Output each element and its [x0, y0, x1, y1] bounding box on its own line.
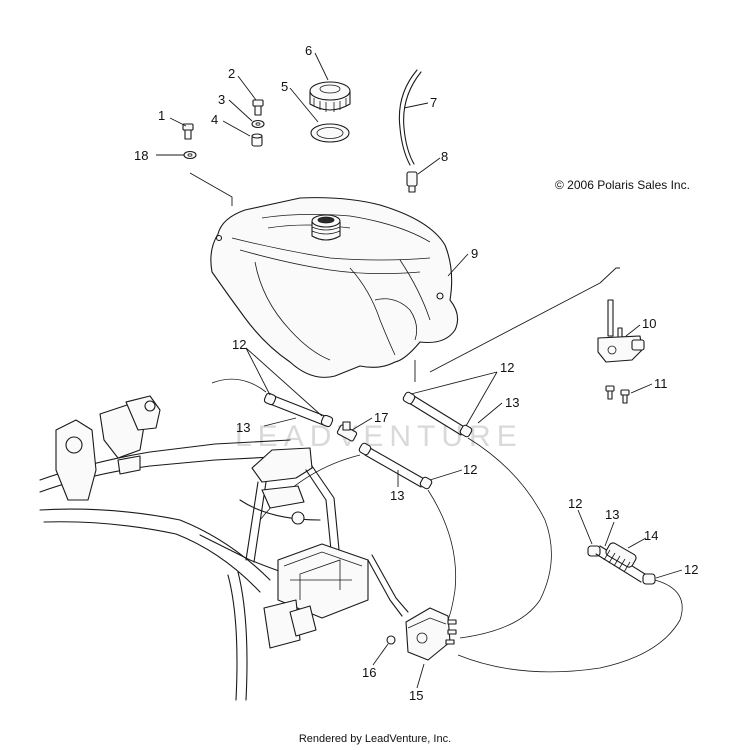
callout-1: 1 [158, 108, 165, 123]
bolt-2 [252, 99, 264, 116]
callout-labels: 1 2 3 4 5 6 7 8 9 10 11 12 12 12 12 12 1… [134, 43, 698, 703]
vent-fitting-8 [406, 171, 418, 193]
washer-3 [251, 119, 265, 129]
vent-hose-7 [398, 69, 422, 166]
leader-lines [156, 52, 683, 689]
callout-12-middle: 12 [463, 462, 477, 477]
callout-12-lower-right: 12 [684, 562, 698, 577]
callout-3: 3 [218, 92, 225, 107]
callout-8: 8 [441, 149, 448, 164]
callout-5: 5 [281, 79, 288, 94]
fuel-cap-6 [309, 81, 351, 112]
fuel-pump-15 [405, 607, 457, 661]
nut-16 [386, 635, 396, 645]
callout-12-upper-right: 12 [500, 360, 514, 375]
callout-12-lower-left: 12 [568, 496, 582, 511]
screw-11-left [605, 385, 615, 400]
hose-routing [211, 378, 683, 673]
screw-11-right [620, 389, 630, 404]
fuel-line-13-left [263, 392, 334, 428]
footer-credit: Rendered by LeadVenture, Inc. [298, 733, 452, 745]
callout-13-left: 13 [236, 420, 250, 435]
bolt-1 [182, 123, 194, 140]
fuel-line-13-lower [358, 442, 433, 490]
spacer-4 [251, 133, 263, 147]
fuel-tank-9 [210, 197, 459, 378]
callout-2: 2 [228, 66, 235, 81]
copyright-text: © 2006 Polaris Sales Inc. [555, 178, 690, 192]
callout-16: 16 [362, 665, 376, 680]
callout-4: 4 [211, 112, 218, 127]
callout-9: 9 [471, 246, 478, 261]
callout-11: 11 [654, 376, 668, 391]
fuel-filter-14 [587, 542, 656, 585]
callout-17: 17 [374, 410, 388, 425]
washer-18 [183, 150, 197, 160]
callout-14: 14 [644, 528, 658, 543]
callout-18: 18 [134, 148, 148, 163]
callout-10: 10 [642, 316, 656, 331]
callout-13-right: 13 [505, 395, 519, 410]
frame-chassis [39, 395, 409, 701]
tee-fitting-17 [336, 421, 358, 442]
callout-13-filter: 13 [605, 507, 619, 522]
fuel-valve-10 [597, 299, 645, 363]
callout-15: 15 [409, 688, 423, 703]
watermark-text: LEADVENTURE [235, 420, 523, 453]
cap-seal-5 [310, 123, 350, 143]
fuel-line-13-right [402, 391, 473, 438]
callout-6: 6 [305, 43, 312, 58]
callout-12-upper-left: 12 [232, 337, 246, 352]
callout-7: 7 [430, 95, 437, 110]
callout-13-lower: 13 [390, 488, 404, 503]
